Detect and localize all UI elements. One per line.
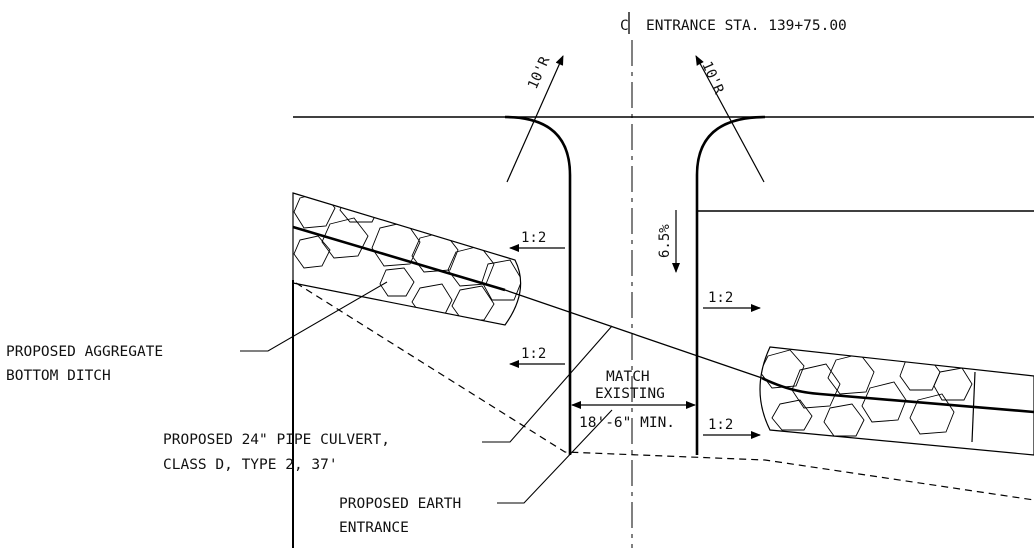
culvert-label-1: PROPOSED 24" PIPE CULVERT, [163,432,390,448]
min-width-text: 18'-6" MIN. [579,415,675,431]
earth-entrance-label-2: ENTRANCE [339,520,409,536]
match-existing-text-2: EXISTING [595,386,665,402]
culvert-leader [482,325,613,443]
match-existing-text-1: MATCH [606,369,650,385]
aggregate-ditch-label-1: PROPOSED AGGREGATE [6,344,163,360]
grade-label: 6.5% [657,224,673,258]
earth-entrance-label-1: PROPOSED EARTH [339,496,461,512]
svg-text:C: C [620,18,629,34]
existing-ditch-dashed-line [295,282,1034,501]
slope-label-3: 1:2 [708,290,733,306]
culvert-label-2: CLASS D, TYPE 2, 37' [163,457,338,473]
slope-label-2: 1:2 [521,346,546,362]
aggregate-ditch-leader [240,281,388,352]
radius-leader-left [506,55,564,183]
entrance-edge-right [695,115,766,455]
slope-label-1: 1:2 [521,230,546,246]
aggregate-ditch-right [759,346,1034,456]
entrance-station-label: ENTRANCE STA. 139+75.00 [646,18,847,34]
radius-label-right: 10'R [698,59,727,97]
earth-entrance-leader [497,409,613,504]
radius-leader-right [695,55,765,183]
pipe-culvert-line [504,289,763,379]
aggregate-ditch-label-2: BOTTOM DITCH [6,368,111,384]
entrance-edge-left [504,115,572,455]
aggregate-ditch-left [292,192,522,326]
slope-label-4: 1:2 [708,417,733,433]
centerline-symbol: C [620,12,630,34]
